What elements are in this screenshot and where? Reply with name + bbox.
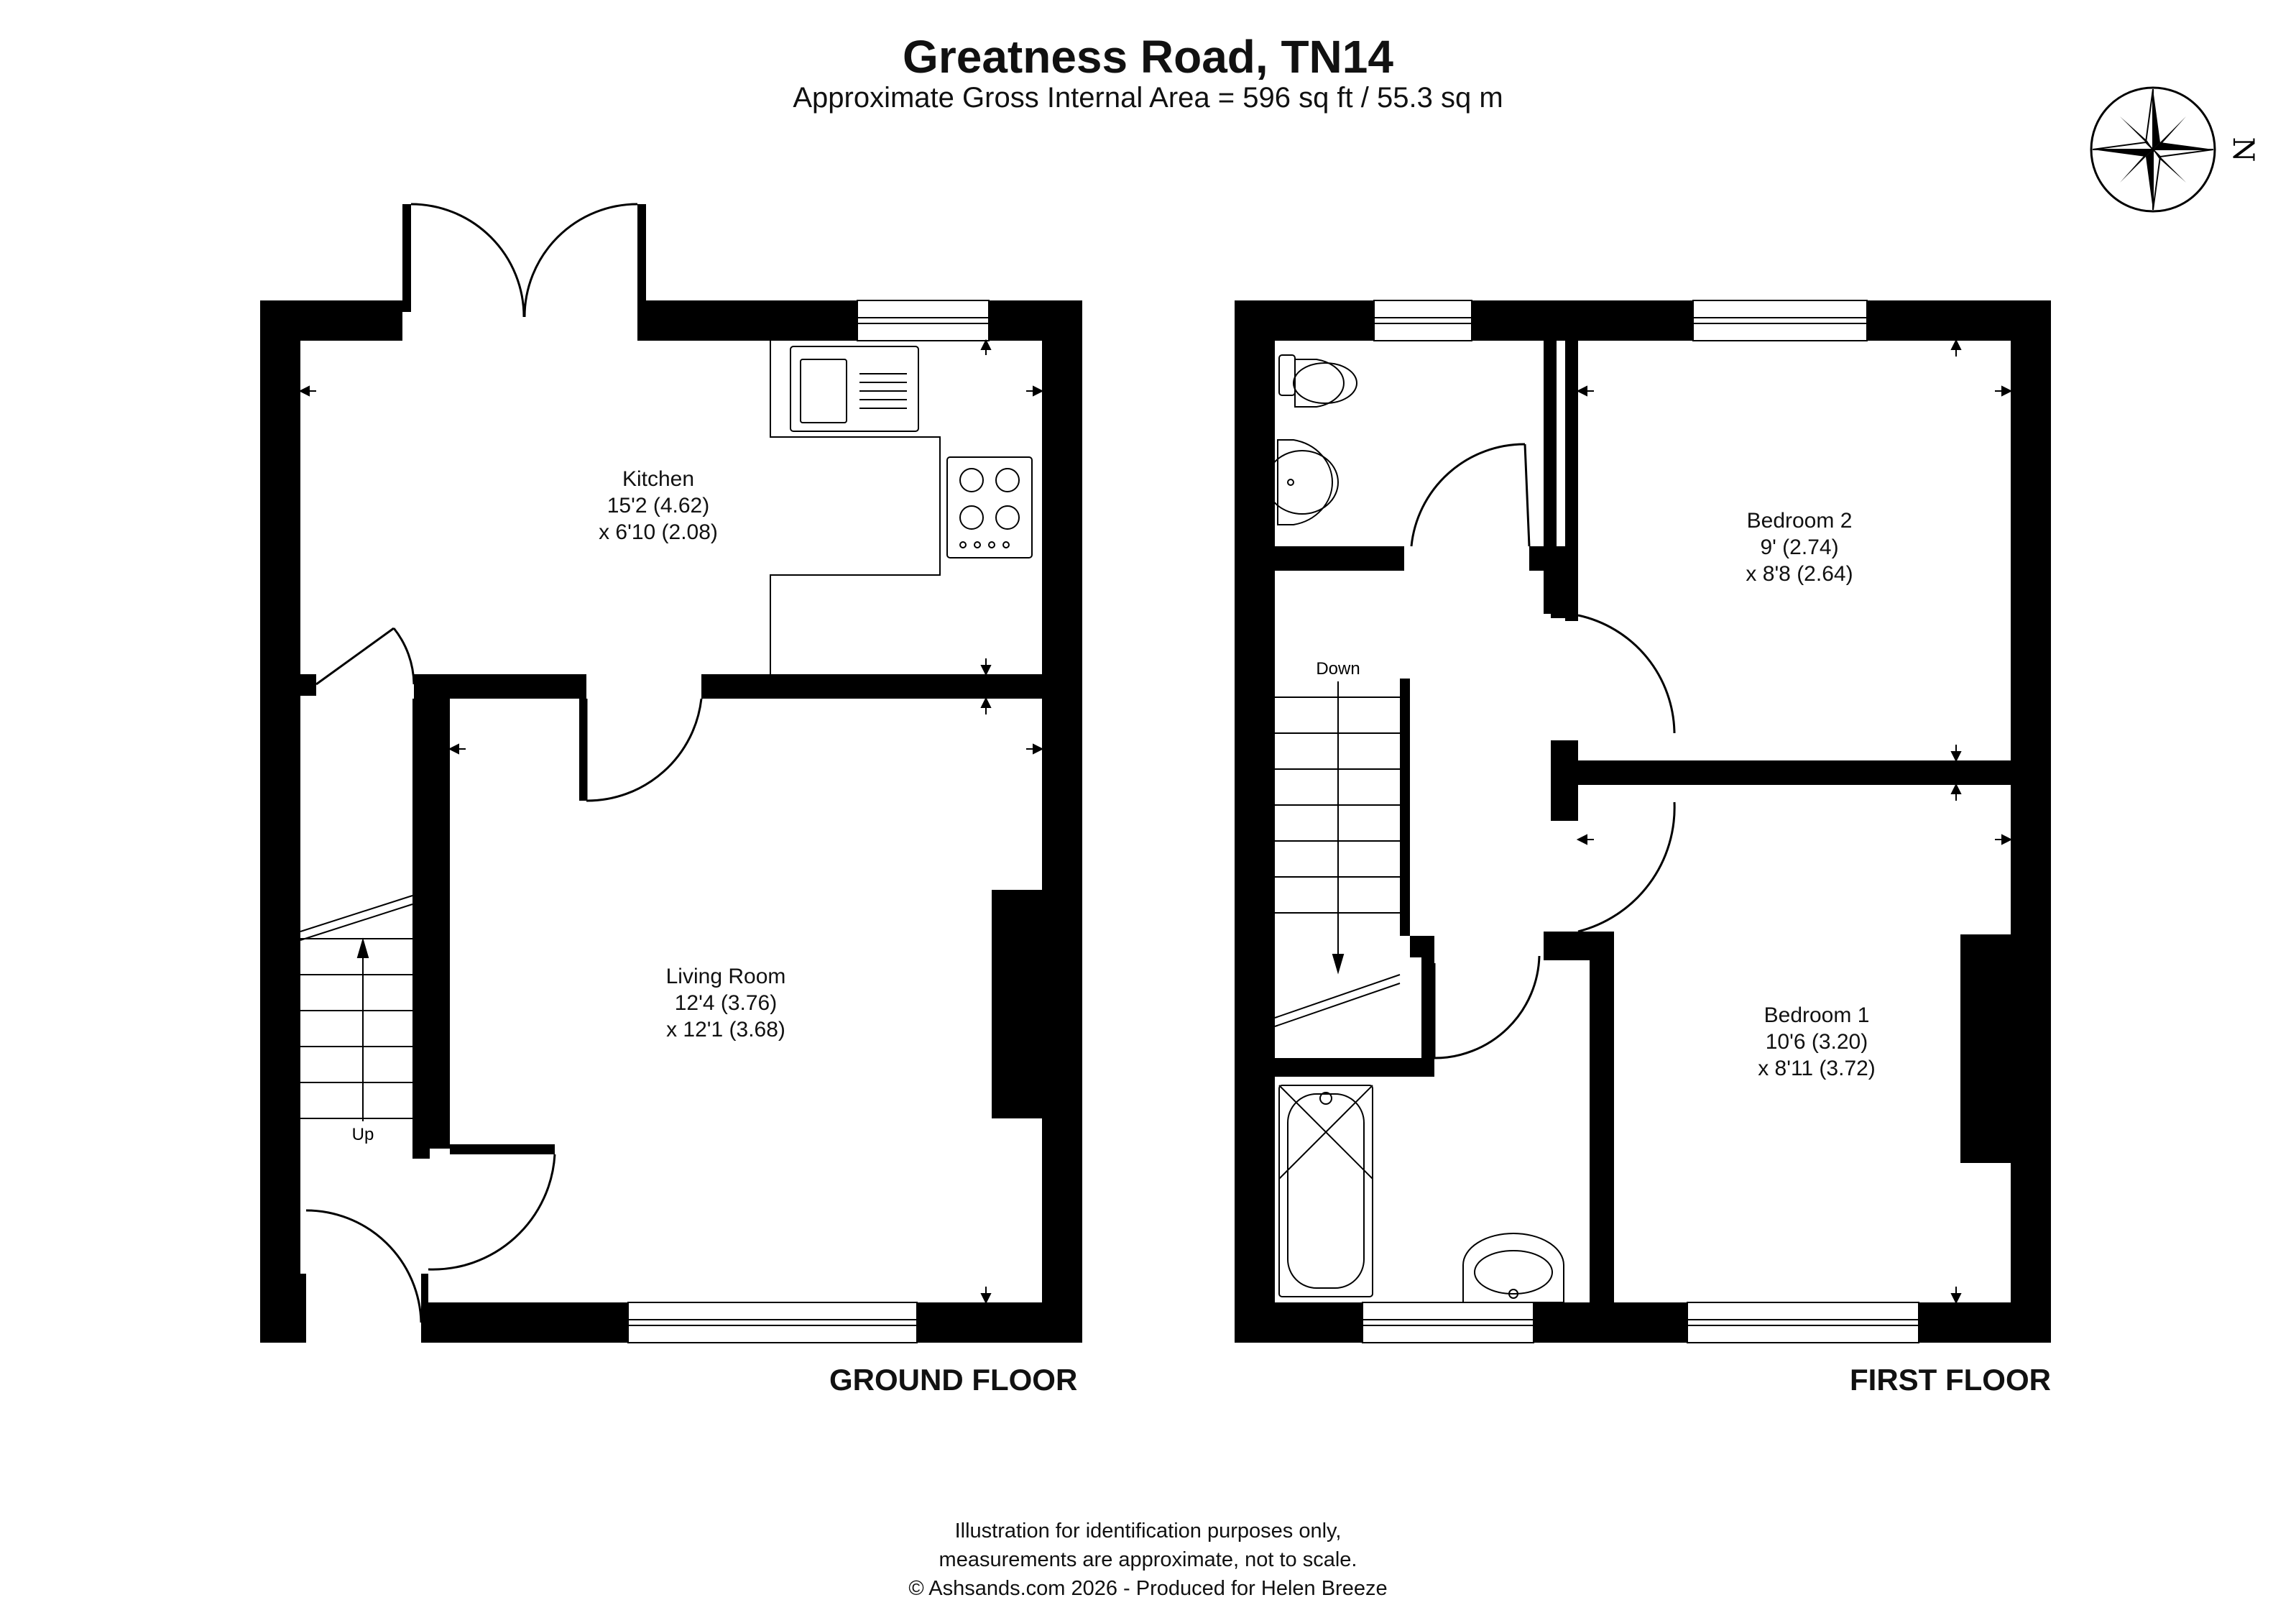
ground-floor-walls bbox=[260, 204, 1082, 1343]
ground-floor-windows bbox=[627, 300, 990, 1343]
room-name: Living Room bbox=[665, 965, 786, 988]
room-dimension: x 6'10 (2.08) bbox=[599, 520, 718, 544]
room-bedroom-2: Bedroom 2 9' (2.74) x 8'8 (2.64) bbox=[1649, 507, 1950, 587]
sanitaryware bbox=[1265, 354, 1564, 1303]
area-subtitle: Approximate Gross Internal Area = 596 sq… bbox=[793, 82, 1503, 114]
disclaimer-line-1: Illustration for identification purposes… bbox=[954, 1519, 1342, 1542]
ground-floor-stairs bbox=[300, 895, 413, 1121]
page-title: Greatness Road, TN14 bbox=[903, 31, 1393, 83]
room-dimension: 9' (2.74) bbox=[1760, 535, 1839, 559]
first-floor-windows bbox=[1362, 300, 1919, 1343]
ground-floor-doors bbox=[305, 203, 703, 1323]
room-dimension: x 8'11 (3.72) bbox=[1758, 1057, 1876, 1080]
copyright-line: © Ashsands.com 2026 - Produced for Helen… bbox=[908, 1577, 1388, 1600]
room-name: Kitchen bbox=[622, 467, 695, 491]
room-kitchen: Kitchen 15'2 (4.62) x 6'10 (2.08) bbox=[507, 466, 809, 546]
room-living-room: Living Room 12'4 (3.76) x 12'1 (3.68) bbox=[575, 963, 877, 1043]
room-dimension: 12'4 (3.76) bbox=[674, 991, 778, 1015]
room-bedroom-1: Bedroom 1 10'6 (3.20) x 8'11 (3.72) bbox=[1666, 1002, 1968, 1082]
first-floor-label: FIRST FLOOR bbox=[1850, 1363, 2051, 1397]
room-name: Bedroom 1 bbox=[1764, 1003, 1870, 1027]
room-dimension: 10'6 (3.20) bbox=[1765, 1030, 1868, 1054]
room-dimension: x 8'8 (2.64) bbox=[1746, 562, 1853, 586]
room-dimension: 15'2 (4.62) bbox=[607, 494, 710, 518]
room-name: Bedroom 2 bbox=[1746, 509, 1853, 533]
first-floor-doors bbox=[1410, 443, 1676, 1059]
ground-stairs-label: Up bbox=[352, 1125, 374, 1144]
first-dimension-arrows bbox=[1576, 339, 2013, 1305]
first-floor-stairs bbox=[1274, 681, 1401, 1027]
ground-floor-label: GROUND FLOOR bbox=[829, 1363, 1078, 1397]
compass-north-letter: N bbox=[2226, 137, 2259, 162]
kitchen-units bbox=[770, 341, 1033, 674]
compass-icon bbox=[2090, 86, 2216, 213]
ground-dimension-arrows bbox=[298, 339, 1044, 1305]
first-stairs-label: Down bbox=[1316, 659, 1360, 679]
room-dimension: x 12'1 (3.68) bbox=[666, 1018, 785, 1042]
disclaimer-line-2: measurements are approximate, not to sca… bbox=[939, 1548, 1357, 1571]
first-floor-walls bbox=[1235, 300, 2051, 1343]
